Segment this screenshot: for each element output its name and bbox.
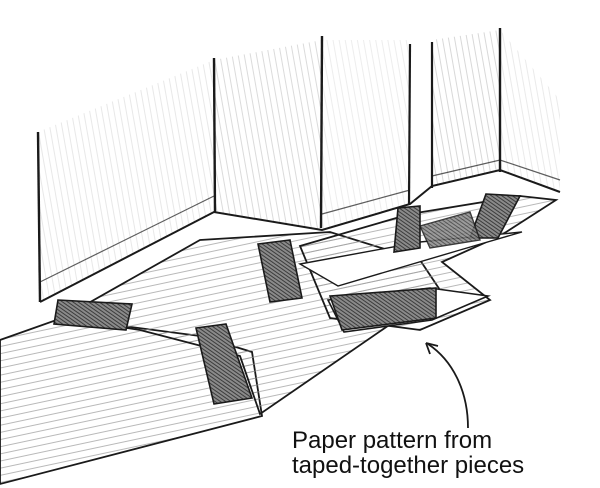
wall-corner-line xyxy=(319,35,324,229)
wall-corner-line xyxy=(407,43,412,206)
wall-corner-line xyxy=(212,57,217,214)
callout-label-line-1: Paper pattern from xyxy=(292,427,493,454)
wall-pillar-face xyxy=(214,40,322,230)
right-alcove-face xyxy=(432,30,500,186)
wall-corner-line xyxy=(36,131,42,303)
callout-label: Paper pattern from taped-together pieces xyxy=(292,428,592,478)
callout-label-line-2: taped-together pieces xyxy=(292,452,525,479)
callout-arrowhead-icon xyxy=(425,342,439,355)
tape-piece xyxy=(257,239,303,303)
baseboard-top-line xyxy=(39,159,561,283)
tape-piece xyxy=(195,323,254,405)
tape-piece xyxy=(53,299,133,331)
rear-wall-face xyxy=(322,40,410,230)
tape-piece xyxy=(328,287,437,331)
tape-piece xyxy=(393,205,421,253)
far-right-wall-face xyxy=(500,30,560,192)
callout-leader-line xyxy=(427,343,469,429)
tape-pieces xyxy=(53,193,522,405)
baseboard-line xyxy=(39,168,561,303)
left-wall-face xyxy=(38,60,214,302)
tape-piece xyxy=(419,211,481,249)
wall-group xyxy=(36,28,561,303)
tape-piece xyxy=(468,193,522,239)
